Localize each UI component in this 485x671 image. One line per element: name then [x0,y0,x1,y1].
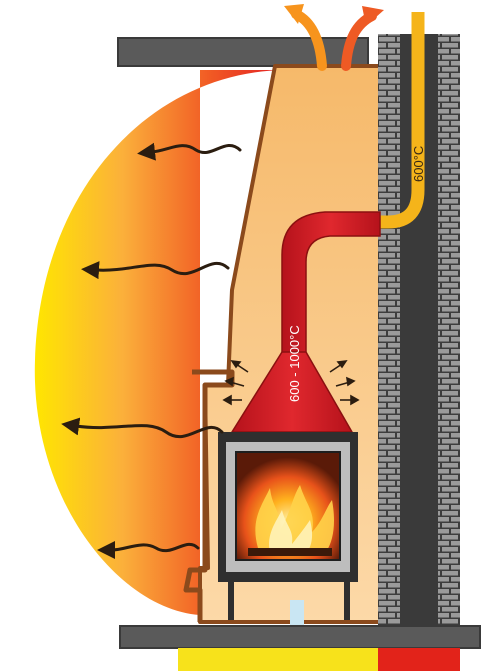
ceiling-slab [118,38,368,66]
chimney-wall-inner-right [438,34,460,628]
floor-strip-red [378,648,460,671]
firebox-leg-left [228,582,234,620]
floor-slab [120,626,480,648]
chimney-temperature-label: 600°C [411,146,426,182]
chimney-wall-inner-left [378,34,400,628]
combustion-temperature-label: 600 - 1000°C [287,325,302,402]
firebox-leg-right [344,582,350,620]
floor-strip-yellow [178,648,378,671]
